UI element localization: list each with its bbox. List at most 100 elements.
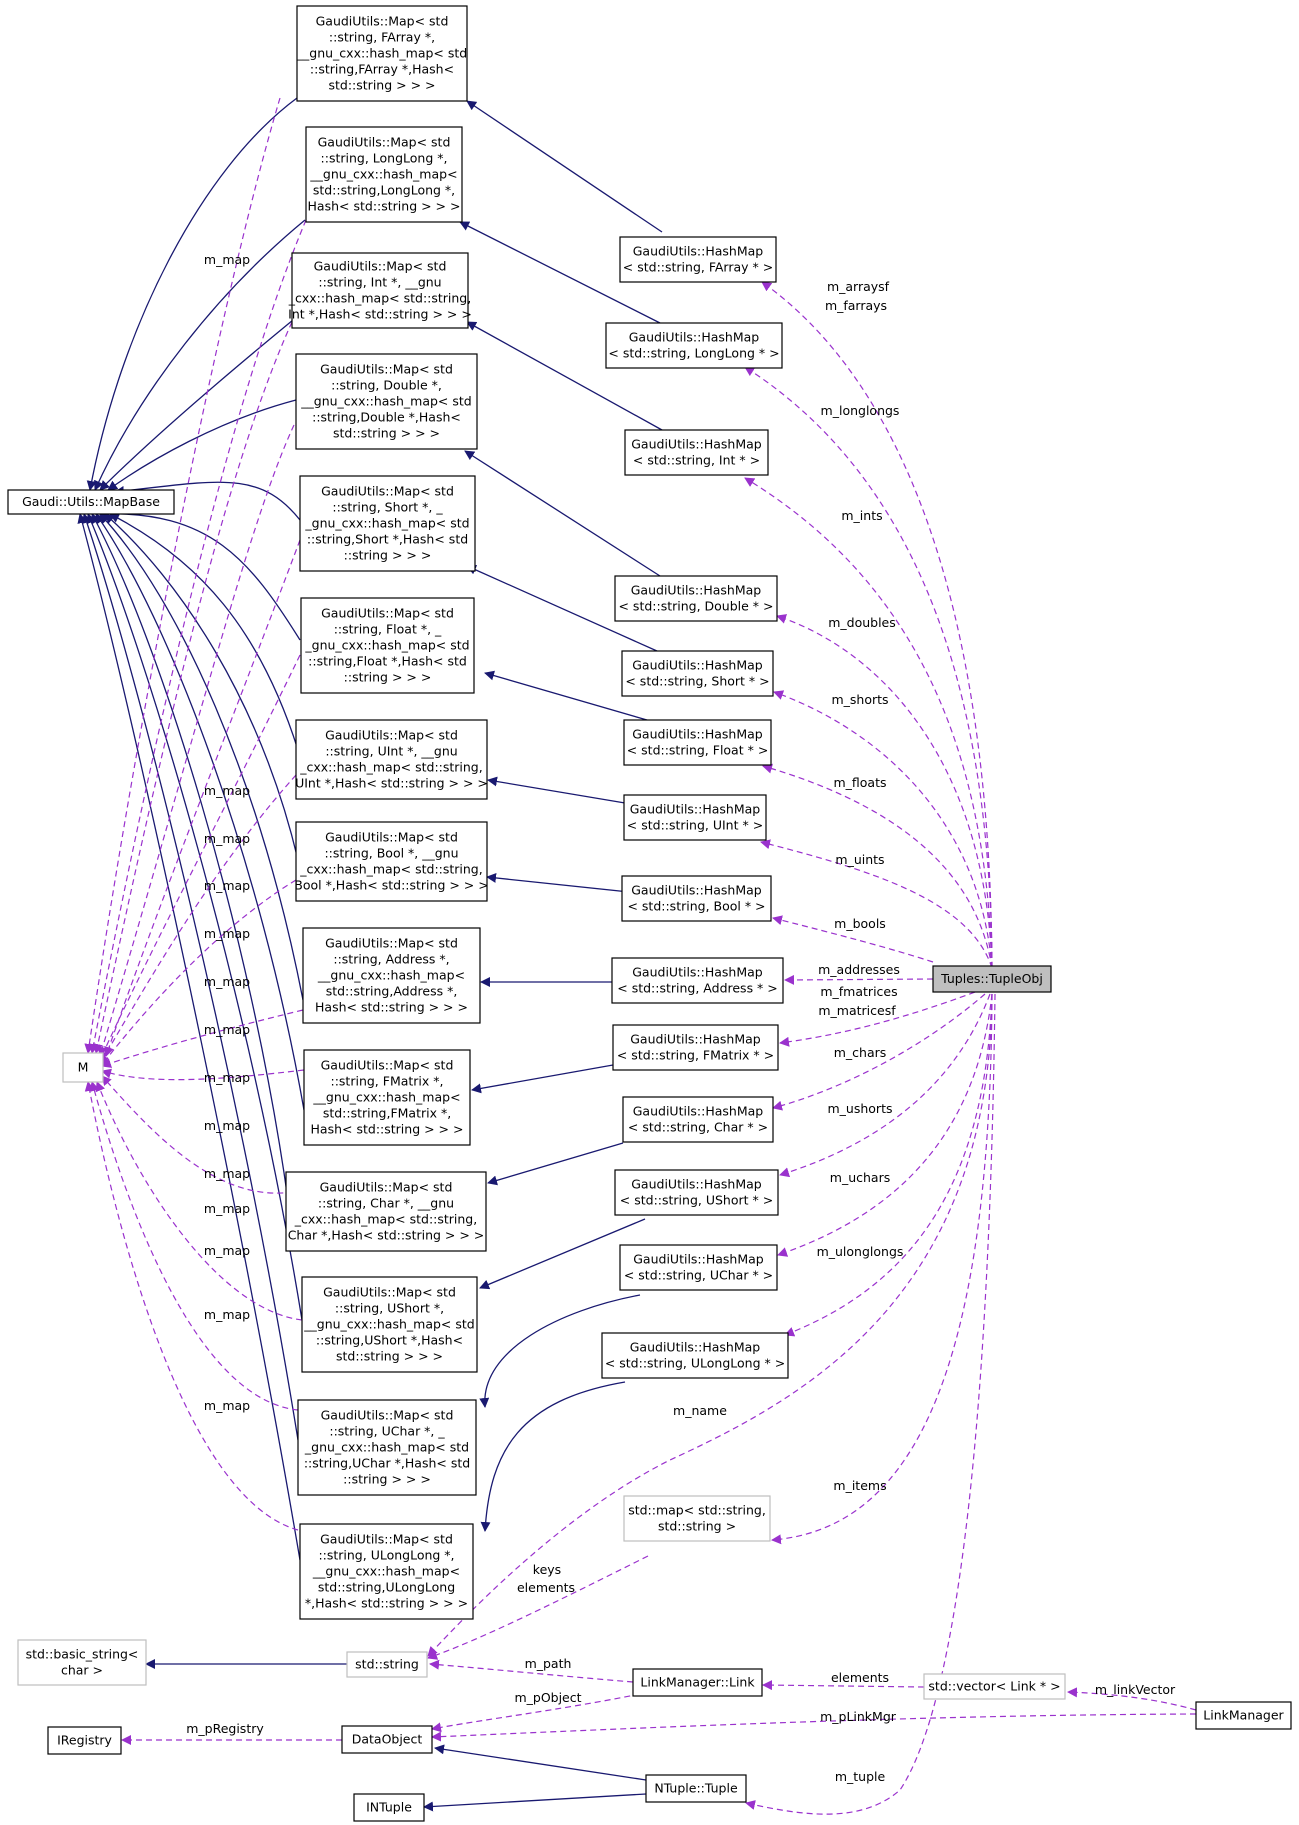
node-label-line: ::string,Float *,Hash< std — [308, 654, 467, 669]
node-label-line: GaudiUtils::HashMap — [632, 965, 763, 980]
node-box — [612, 1024, 779, 1071]
node-box — [299, 475, 476, 572]
node-label-line: ::string, UInt *, __gnu — [325, 744, 457, 759]
node-hm-address[interactable]: GaudiUtils::HashMap< std::string, Addres… — [611, 957, 784, 1004]
node-label-line: GaudiUtils::HashMap — [630, 802, 761, 817]
node-label-line: _cxx::hash_map< std::string, — [299, 862, 482, 877]
edge-map-uchar-to-mapbase — [82, 513, 299, 1441]
node-hm-uint[interactable]: GaudiUtils::HashMap< std::string, UInt *… — [623, 794, 767, 841]
node-map-double[interactable]: GaudiUtils::Map< std::string, Double *,_… — [295, 353, 478, 450]
edge-label-m-map: m_map — [204, 1201, 250, 1216]
node-label-line: < std::string, FMatrix * > — [617, 1048, 774, 1063]
node-label-line: GaudiUtils::HashMap — [630, 1340, 761, 1355]
node-ntuple[interactable]: NTuple::Tuple — [645, 1774, 747, 1803]
node-map-uint[interactable]: GaudiUtils::Map< std::string, UInt *, __… — [295, 719, 488, 800]
node-link[interactable]: LinkManager::Link — [632, 1668, 763, 1697]
edge-use-tuple-hm-address — [784, 974, 934, 985]
node-linkmanager[interactable]: LinkManager — [1195, 1701, 1292, 1730]
inheritance-edges — [77, 97, 663, 1812]
node-label-line: < std::string, Address * > — [617, 981, 778, 996]
node-label-line: __gnu_cxx::hash_map< std — [296, 46, 467, 61]
edge-label-m-ulonglongs: m_ulonglongs — [817, 1244, 904, 1259]
node-box — [285, 1171, 487, 1252]
edge-label-m-linkvector: m_linkVector — [1095, 1682, 1176, 1697]
node-map-ulonglong[interactable]: GaudiUtils::Map< std::string, ULongLong … — [299, 1523, 474, 1620]
node-map-int[interactable]: GaudiUtils::Map< std::string, Int *, __g… — [288, 252, 472, 329]
edge-use-map-fmatrix-m — [101, 1068, 305, 1081]
node-label-line: GaudiUtils::HashMap — [631, 883, 762, 898]
node-M[interactable]: M — [62, 1052, 104, 1083]
edge-label-m-items: m_items — [833, 1478, 886, 1493]
node-label-line: GaudiUtils::Map< std — [314, 259, 447, 274]
node-box — [601, 1332, 789, 1379]
node-label-line: GaudiUtils::Map< std — [321, 1408, 454, 1423]
node-label-line: GaudiUtils::Map< std — [320, 1532, 453, 1547]
node-map-bool[interactable]: GaudiUtils::Map< std::string, Bool *, __… — [294, 821, 489, 902]
edge-label-m-uchars: m_uchars — [830, 1170, 890, 1185]
node-label-line: ::string,FArray *,Hash< — [310, 62, 454, 77]
node-basic-string[interactable]: std::basic_string<char > — [17, 1639, 147, 1686]
node-hm-fmatrix[interactable]: GaudiUtils::HashMap< std::string, FMatri… — [612, 1024, 779, 1071]
node-tupleobj[interactable]: Tuples::TupleObj — [932, 965, 1052, 993]
edge-ntuple-to-intuple — [423, 1793, 647, 1812]
edge-label-elements: elements — [517, 1580, 575, 1595]
node-label-line: GaudiUtils::HashMap — [630, 1032, 761, 1047]
node-box — [295, 353, 478, 450]
node-map-ushort[interactable]: GaudiUtils::Map< std::string, UShort *,_… — [301, 1276, 478, 1373]
node-box — [346, 1651, 428, 1678]
node-label-line: std::string > — [658, 1519, 736, 1534]
edge-label-m-map: m_map — [204, 1166, 250, 1181]
node-map-char[interactable]: GaudiUtils::Map< std::string, Char *, __… — [285, 1171, 487, 1252]
node-box — [291, 252, 469, 329]
node-stdmap[interactable]: std::map< std::string,std::string > — [623, 1495, 771, 1542]
node-dataobject[interactable]: DataObject — [341, 1725, 433, 1754]
node-label-line: ::string,UChar *,Hash< std — [304, 1456, 470, 1471]
edge-use-tuple-hm-uchar — [777, 993, 993, 1257]
node-stdstring[interactable]: std::string — [346, 1651, 428, 1678]
node-label-line: DataObject — [352, 1732, 423, 1747]
node-map-longlong[interactable]: GaudiUtils::Map< std::string, LongLong *… — [305, 126, 463, 223]
node-box — [299, 1523, 474, 1620]
node-map-uchar[interactable]: GaudiUtils::Map< std::string, UChar *, _… — [297, 1399, 477, 1496]
node-intuple[interactable]: INTuple — [353, 1793, 425, 1822]
node-hm-ushort[interactable]: GaudiUtils::HashMap< std::string, UShort… — [614, 1169, 779, 1216]
edge-map-farray-to-mapbase — [86, 97, 298, 491]
edge-use-tuple-stdmap — [771, 993, 993, 1545]
node-map-farray[interactable]: GaudiUtils::Map< std::string, FArray *,_… — [296, 5, 468, 102]
edge-use-link-dataobject — [431, 1693, 641, 1733]
node-hm-int[interactable]: GaudiUtils::HashMap< std::string, Int * … — [624, 429, 769, 476]
node-box — [605, 322, 783, 369]
node-box — [621, 650, 774, 697]
node-map-short[interactable]: GaudiUtils::Map< std::string, Short *, _… — [299, 475, 476, 572]
node-label-line: Tuples::TupleObj — [940, 971, 1043, 986]
node-hm-uchar[interactable]: GaudiUtils::HashMap< std::string, UChar … — [619, 1244, 778, 1291]
node-box — [624, 429, 769, 476]
edge-map-double-to-mapbase — [107, 399, 297, 491]
edge-hm-ushort-to-map — [479, 1218, 646, 1290]
node-hm-double[interactable]: GaudiUtils::HashMap< std::string, Double… — [614, 575, 778, 622]
node-iregistry[interactable]: IRegistry — [47, 1726, 122, 1755]
edge-label-m-map: m_map — [204, 974, 250, 989]
node-hm-ulonglong[interactable]: GaudiUtils::HashMap< std::string, ULongL… — [601, 1332, 789, 1379]
node-map-float[interactable]: GaudiUtils::Map< std::string, Float *, _… — [300, 597, 475, 694]
node-label-line: Int *,Hash< std::string > > > — [288, 307, 472, 322]
node-box — [623, 719, 772, 766]
node-label-line: std::string,ULongLong — [318, 1580, 455, 1595]
node-hm-farray[interactable]: GaudiUtils::HashMap< std::string, FArray… — [619, 236, 777, 283]
node-vector[interactable]: std::vector< Link * > — [923, 1673, 1066, 1700]
node-label-line: Gaudi::Utils::MapBase — [22, 494, 160, 509]
node-hm-float[interactable]: GaudiUtils::HashMap< std::string, Float … — [623, 719, 772, 766]
edge-ntuple-to-dataobject — [434, 1744, 647, 1781]
node-hm-longlong[interactable]: GaudiUtils::HashMap< std::string, LongLo… — [605, 322, 783, 369]
node-mapbase[interactable]: Gaudi::Utils::MapBase — [7, 489, 175, 515]
node-map-address[interactable]: GaudiUtils::Map< std::string, Address *,… — [302, 927, 481, 1024]
node-hm-char[interactable]: GaudiUtils::HashMap< std::string, Char *… — [622, 1096, 774, 1143]
edge-use-linkmgr-vector — [1067, 1687, 1197, 1711]
node-map-fmatrix[interactable]: GaudiUtils::Map< std::string, FMatrix *,… — [303, 1049, 471, 1146]
node-label-line: GaudiUtils::HashMap — [632, 658, 763, 673]
node-label-line: ::string,UShort *,Hash< — [316, 1333, 463, 1348]
edge-label-m-map: m_map — [204, 1118, 250, 1133]
node-label-line: < std::string, Double * > — [618, 599, 773, 614]
node-hm-bool[interactable]: GaudiUtils::HashMap< std::string, Bool *… — [621, 875, 772, 922]
node-hm-short[interactable]: GaudiUtils::HashMap< std::string, Short … — [621, 650, 774, 697]
